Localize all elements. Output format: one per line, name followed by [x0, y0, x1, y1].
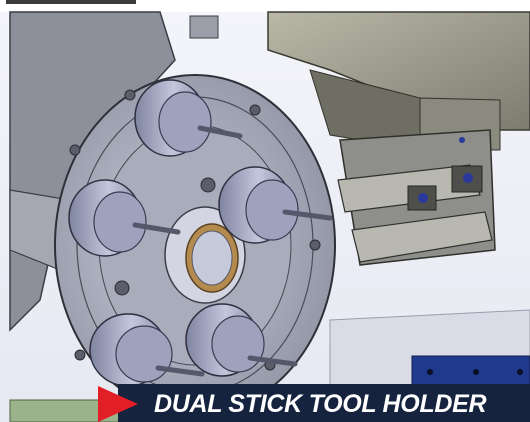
arrow-right-icon [98, 386, 138, 422]
tool-sleeve-bottom-left [89, 313, 205, 387]
tool-sleeve-left [68, 179, 181, 257]
tool-sleeve-right [218, 166, 333, 244]
caption-banner [118, 384, 530, 422]
stick-tool-lower [351, 211, 493, 263]
tool-sleeve-bottom-right [185, 303, 298, 377]
tool-sleeve-top [134, 79, 243, 157]
caption-title: DUAL STICK TOOL HOLDER [154, 390, 487, 418]
